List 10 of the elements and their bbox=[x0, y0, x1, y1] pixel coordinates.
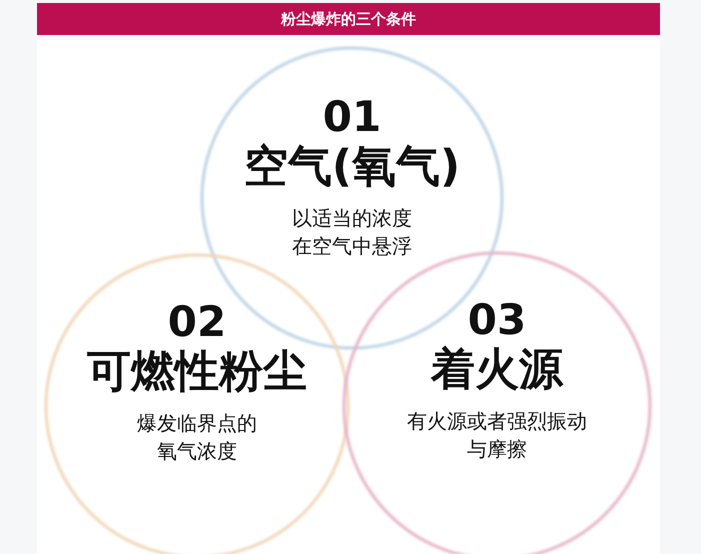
condition-heading: 可燃性粉尘 bbox=[86, 347, 308, 397]
title-banner: 粉尘爆炸的三个条件 bbox=[37, 3, 660, 35]
condition-description: 爆发临界点的氧气浓度 bbox=[136, 410, 258, 465]
condition-description: 有火源或者强烈振动与摩擦 bbox=[406, 408, 588, 463]
step-number: 03 bbox=[466, 297, 528, 343]
condition-heading: 着火源 bbox=[430, 345, 564, 395]
step-number: 02 bbox=[166, 299, 228, 345]
condition-description: 以适当的浓度在空气中悬浮 bbox=[291, 205, 413, 260]
condition-heading: 空气(氧气) bbox=[242, 142, 462, 192]
step-number: 01 bbox=[322, 94, 382, 140]
